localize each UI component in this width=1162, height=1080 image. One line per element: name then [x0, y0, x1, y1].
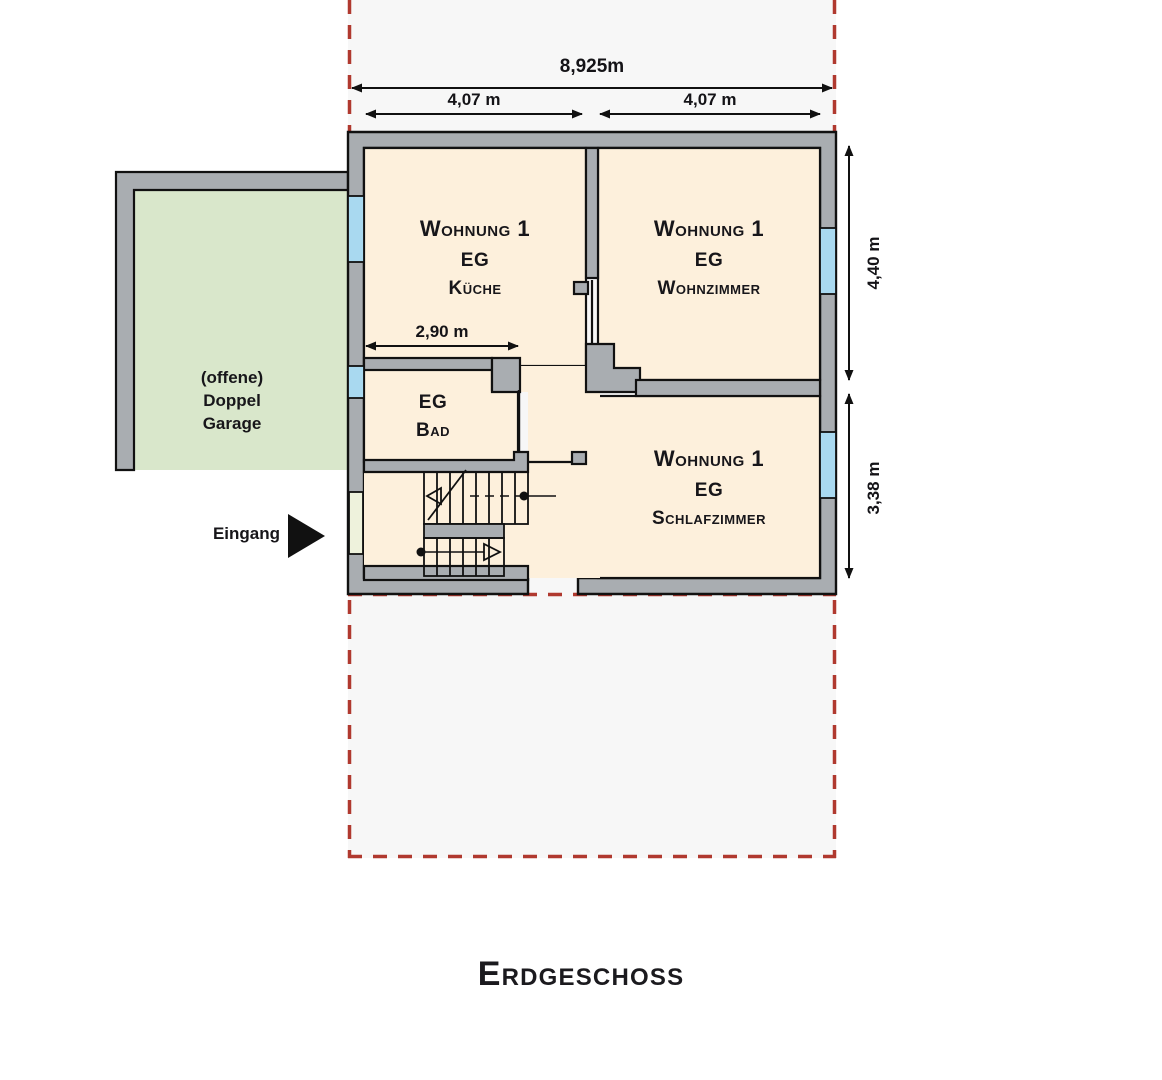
- corridor-floor: [528, 366, 600, 578]
- wall-bad-corner: [490, 356, 522, 394]
- wall-right-divider: [634, 378, 822, 398]
- wall-pier-center: [584, 342, 642, 394]
- stair-flight-lower: [423, 537, 505, 577]
- wall-center-upper: [584, 146, 600, 280]
- stair-arrow-up-icon: [425, 486, 442, 506]
- entrance-arrow-icon: [288, 514, 325, 558]
- garage-floor: [116, 172, 348, 470]
- window-bad-left: [347, 365, 365, 399]
- wall-hall-top: [362, 450, 530, 474]
- hall-floor: [364, 462, 528, 578]
- door-jamb-kueche: [572, 280, 590, 296]
- page-title: Erdgeschoss: [477, 955, 685, 993]
- stair-arrow-down-icon: [483, 542, 503, 562]
- door-jamb-hall: [570, 450, 588, 466]
- room-kueche-floor: [362, 146, 588, 368]
- room-schlafzimmer-floor: [596, 394, 822, 580]
- stair-origin-dot-upper: [519, 491, 529, 501]
- garage-structure: [114, 170, 350, 472]
- window-schlafzimmer-right: [819, 431, 837, 499]
- wall-bad-top: [362, 356, 494, 372]
- stair-landing-beam: [423, 523, 505, 539]
- staircase: [416, 469, 556, 577]
- room-wohnzimmer-floor: [596, 146, 822, 382]
- stair-cut-line: [427, 469, 467, 521]
- stair-origin-dot-lower: [416, 547, 426, 557]
- entrance-door[interactable]: [348, 491, 364, 555]
- windows: [347, 195, 837, 499]
- dimension-lines: [351, 83, 854, 579]
- interior-walls: [362, 146, 822, 582]
- window-kueche-left: [347, 195, 365, 263]
- window-wohnzimmer-right: [819, 227, 837, 295]
